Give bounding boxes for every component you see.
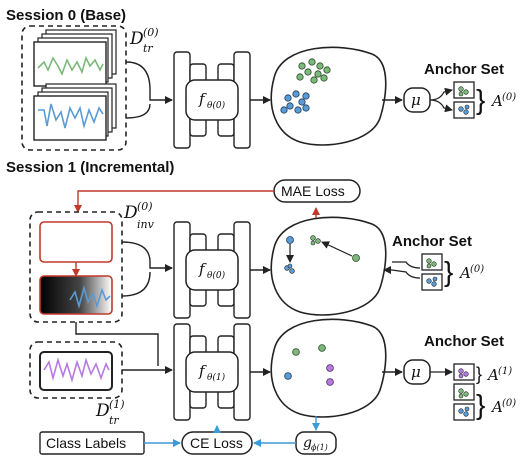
purple-series-sample [39, 351, 113, 391]
svg-text:A: A [458, 264, 471, 282]
arrow-anchor-a-back [392, 261, 421, 269]
svg-text:D: D [129, 29, 144, 49]
svg-text:A: A [490, 92, 503, 110]
svg-text:(0): (0) [470, 264, 484, 275]
class1-cluster [280, 90, 310, 114]
feature-space-inversion [270, 216, 387, 316]
arrow-green-to-encoder [125, 61, 173, 104]
svg-text:Class Labels: Class Labels [46, 435, 126, 451]
svg-text:θ(0): θ(0) [207, 270, 226, 281]
anchor-set-0-reused: } A (0) [421, 253, 484, 291]
arrow-mu-to-anchor-a [429, 87, 453, 101]
svg-text:(1): (1) [109, 398, 125, 411]
svg-text:CE Loss: CE Loss [190, 435, 243, 451]
anchor-set-title-1: Anchor Set [392, 233, 472, 250]
svg-text:inv: inv [137, 218, 155, 231]
feature-space-1 [270, 318, 387, 418]
anchor-set-title-0: Anchor Set [424, 61, 504, 78]
arrow-blue-to-encoder [125, 103, 151, 119]
anchor-set-1: } A (1) } A (0) [453, 363, 516, 421]
train-set-1-label: D (1) tr [95, 398, 125, 427]
arrow-inversion-to-encoder [121, 241, 173, 272]
svg-text:MAE Loss: MAE Loss [281, 183, 345, 199]
arrow-anchor-b-back [383, 266, 421, 279]
svg-text:f: f [198, 90, 207, 108]
svg-text:}: } [444, 256, 453, 287]
arrow-inversion-to-encoder1 [75, 322, 159, 366]
class-labels-box: Class Labels [39, 431, 145, 455]
classifier-g: g ϕ(1) [295, 431, 337, 455]
svg-text:}: } [476, 389, 485, 420]
svg-text:D: D [123, 203, 138, 223]
inversion-set-container [29, 211, 123, 323]
svg-text:(0): (0) [143, 26, 159, 39]
feature-space-0 [270, 46, 387, 146]
inverted-sample-noise [39, 275, 113, 315]
svg-text:μ: μ [411, 91, 421, 109]
class0-cluster [296, 58, 331, 84]
session-1-title: Session 1 (Incremental) [6, 159, 174, 176]
encoder-theta0: f θ(0) [173, 51, 251, 149]
blue-series-stack [33, 83, 117, 141]
arrow-noise-to-encoder [121, 271, 151, 297]
svg-text:tr: tr [109, 414, 119, 427]
svg-text:(1): (1) [498, 366, 512, 377]
encoder-theta0-frozen: f θ(0) [173, 221, 251, 319]
svg-text:f: f [198, 362, 207, 380]
green-series-stack [33, 29, 117, 87]
svg-text:g: g [303, 435, 312, 451]
svg-text:tr: tr [143, 42, 153, 55]
train-set-0-container [21, 25, 127, 151]
train-set-0-label: D (0) tr [129, 26, 159, 55]
svg-text:μ: μ [411, 363, 421, 381]
ce-loss-box: CE Loss [181, 431, 253, 455]
mae-loss-box: MAE Loss [273, 179, 361, 203]
encoder-theta1: f θ(1) [173, 323, 251, 421]
prototype-mu-1: μ [403, 359, 431, 385]
arrow-mu-to-anchor-b [429, 99, 453, 113]
svg-text:ϕ(1): ϕ(1) [311, 443, 328, 452]
prototype-mu-0: μ [403, 87, 431, 113]
svg-text:A: A [486, 366, 499, 384]
svg-text:(0): (0) [502, 92, 516, 103]
svg-text:f: f [198, 260, 207, 278]
svg-text:(0): (0) [502, 398, 516, 409]
session-0-title: Session 0 (Base) [6, 7, 126, 24]
anchor-set-0: } A (0) [453, 81, 516, 119]
svg-text:}: } [476, 364, 482, 384]
inverted-sample-blank [39, 221, 113, 263]
svg-text:(0): (0) [137, 200, 153, 213]
svg-text:A: A [490, 398, 503, 416]
anchor-set-title-2: Anchor Set [424, 333, 504, 350]
svg-text:D: D [95, 401, 110, 421]
svg-text:θ(1): θ(1) [207, 372, 226, 383]
svg-text:θ(0): θ(0) [207, 100, 226, 111]
inversion-set-label: D (0) inv [123, 200, 155, 231]
svg-text:}: } [476, 84, 485, 115]
arrow-mae-to-inversion [74, 190, 274, 213]
